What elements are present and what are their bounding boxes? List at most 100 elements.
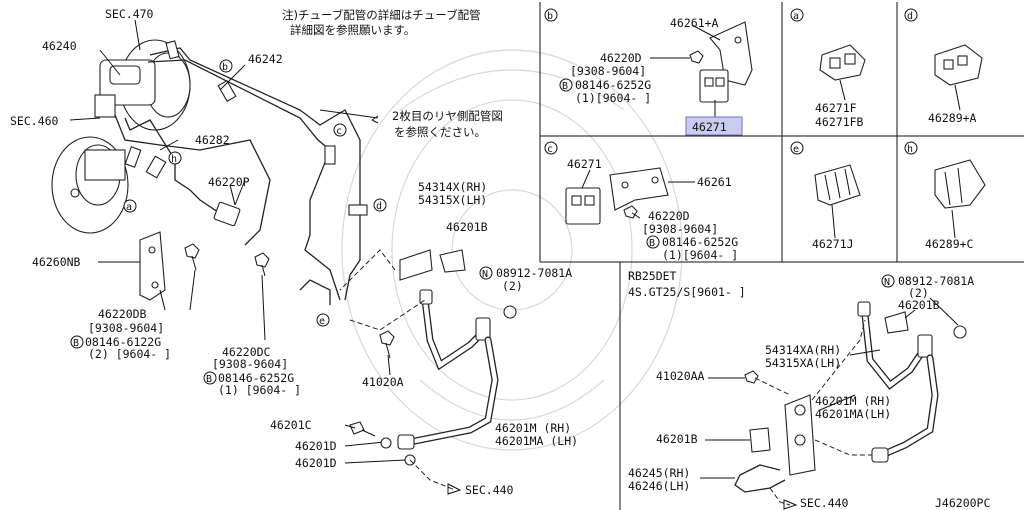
label-b-bolt: 08146-6252G: [575, 78, 651, 92]
circled-markers: B B N N B B b a d c e h b h a c d e: [70, 8, 918, 385]
label-d-line1: 46289+A: [928, 111, 977, 125]
rb25-labels: RB25DET 4S.GT25/S[9601- ] 08912-7081A (2…: [628, 269, 990, 510]
highlight-46271[interactable]: [685, 116, 743, 136]
label-54314XA: 54314XA(RH): [765, 343, 841, 357]
label-46240: 46240: [42, 39, 77, 53]
label-46220DB: 46220DB: [98, 307, 147, 321]
detail-c-bracket: [565, 167, 695, 225]
svg-text:B: B: [206, 374, 212, 385]
label-rb25-engine: RB25DET: [628, 269, 677, 283]
label-46201B: 46201B: [446, 220, 488, 234]
panel-frames: [539, 2, 1024, 510]
label-rb25-nut: 08912-7081A: [898, 274, 974, 288]
marker-n-nut-main: N: [479, 266, 493, 280]
svg-text:d: d: [907, 11, 913, 22]
svg-text:c: c: [547, 144, 553, 155]
svg-text:e: e: [793, 144, 799, 155]
marker-b-bolt-detail-b: B: [559, 78, 573, 92]
label-41020AA: 41020AA: [656, 369, 705, 383]
label-sec460: SEC.460: [10, 114, 59, 128]
label-e-line1: 46271J: [812, 237, 854, 251]
label-nut: 08912-7081A: [496, 266, 572, 280]
marker-panel-a: a: [790, 8, 804, 22]
label-a-line1: 46271F: [815, 101, 857, 115]
diagram-id: J46200PC: [935, 496, 990, 510]
rear-note-line2: を参照ください。: [394, 125, 486, 139]
svg-text:h: h: [907, 144, 913, 155]
label-46201C: 46201C: [270, 418, 312, 432]
top-note-line2: 詳細図を参照願います。: [290, 23, 415, 37]
label-54315X: 54315X(LH): [418, 193, 487, 207]
leader-lines-main: [69, 19, 406, 464]
detail-labels: 46261+A 46220D [9308-9604] 08146-6252G (…: [567, 16, 977, 262]
rb25-hose-assembly: [700, 297, 967, 510]
label-rb25-nut-qty: (2): [908, 286, 929, 300]
marker-main-e: e: [316, 313, 330, 327]
label-46201D-b: 46201D: [295, 456, 337, 470]
label-b-46261A: 46261+A: [670, 16, 719, 30]
label-46220DC-bolt: 08146-6252G: [218, 371, 294, 385]
label-b-qty: (1)[9604- ]: [575, 91, 651, 105]
marker-panel-d: d: [904, 8, 918, 22]
label-sec440: SEC.440: [465, 483, 514, 497]
label-c-bolt: 08146-6252G: [662, 235, 738, 249]
label-46220DB-date: [9308-9604]: [88, 321, 164, 335]
svg-text:N: N: [482, 269, 488, 280]
svg-text:B: B: [73, 338, 79, 349]
label-rb25-46201B-b: 46201B: [656, 432, 698, 446]
marker-b-bolt-dc: B: [203, 371, 217, 385]
label-c-date: [9308-9604]: [642, 222, 718, 236]
connector-46220P: [213, 184, 241, 227]
label-a-line2: 46271FB: [815, 115, 864, 129]
marker-panel-c: c: [544, 141, 558, 155]
label-rb25-model: 4S.GT25/S[9601- ]: [628, 285, 746, 299]
notes: 注)チューブ配管の詳細はチューブ配管 詳細図を参照願います。 2枚目のリヤ側配管…: [282, 8, 503, 139]
label-h-line1: 46289+C: [925, 237, 974, 251]
master-cylinder-assembly: [51, 39, 191, 234]
bolts: [184, 243, 395, 437]
label-46220DC-date: [9308-9604]: [212, 357, 288, 371]
label-54315XA: 54315XA(LH): [765, 356, 841, 370]
svg-text:B: B: [562, 81, 568, 92]
label-c-46261: 46261: [697, 175, 732, 189]
marker-n-nut-rb25: N: [881, 274, 895, 288]
marker-main-d: d: [373, 198, 387, 212]
detail-h-clip: [934, 159, 986, 239]
svg-text:e: e: [319, 316, 325, 327]
svg-text:b: b: [547, 11, 553, 22]
main-labels: SEC.470 46240 SEC.460 46242 46282 46220P…: [10, 7, 578, 497]
svg-text:h: h: [171, 154, 177, 165]
marker-panel-e: e: [790, 141, 804, 155]
label-54314X: 54314X(RH): [418, 180, 487, 194]
label-b-46271[interactable]: 46271: [692, 120, 727, 134]
svg-text:c: c: [336, 126, 342, 137]
label-46220DC-qty: (1) [9604- ]: [218, 383, 301, 397]
svg-text:a: a: [126, 202, 132, 213]
rear-hose-main: [339, 249, 517, 495]
detail-b-bracket: [650, 21, 753, 118]
detail-d-clip: [934, 44, 983, 111]
label-46220DC: 46220DC: [222, 345, 271, 359]
marker-main-b: b: [219, 59, 233, 73]
marker-main-h: h: [168, 151, 182, 165]
watermark-emblem: [341, 49, 683, 451]
marker-b-bolt-detail-c: B: [646, 235, 660, 249]
label-b-date: [9308-9604]: [570, 64, 646, 78]
detail-a-clip: [819, 44, 866, 101]
label-46282: 46282: [195, 133, 230, 147]
label-rb25-46201M: 46201M (RH): [815, 394, 891, 408]
label-46220DB-qty: (2) [9604- ]: [88, 347, 171, 361]
label-46242: 46242: [248, 52, 283, 66]
svg-text:a: a: [793, 11, 799, 22]
label-sec470: SEC.470: [105, 7, 154, 21]
top-note-line1: 注)チューブ配管の詳細はチューブ配管: [282, 8, 481, 22]
bracket-46260NB: [98, 231, 166, 301]
label-46201M: 46201M (RH): [495, 421, 571, 435]
marker-main-c: c: [333, 123, 347, 137]
tube-clips: [124, 40, 368, 216]
marker-panel-h: h: [904, 141, 918, 155]
label-rb25-46201MA: 46201MA(LH): [815, 407, 891, 421]
label-c-46220D: 46220D: [648, 209, 690, 223]
